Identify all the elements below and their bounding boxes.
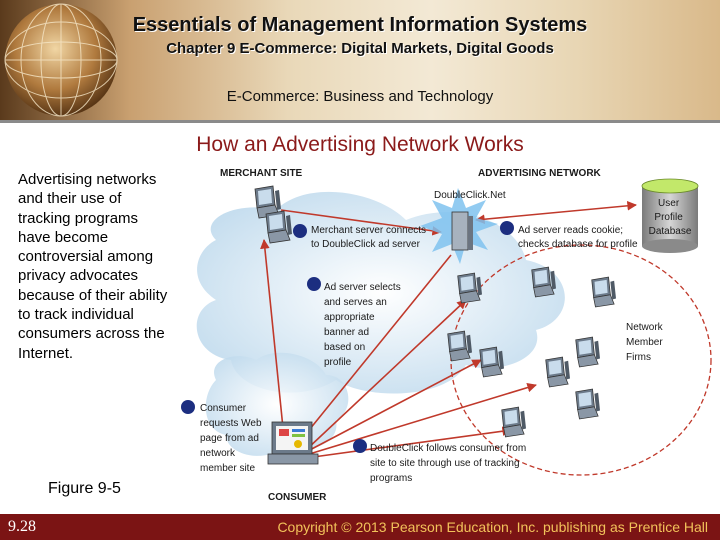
- advertising-network-diagram: MERCHANT SITE ADVERTISING NETWORK CONSUM…: [181, 168, 712, 503]
- arrow-consumer-to-member-1: [305, 299, 467, 451]
- step-line: Consumer: [200, 403, 247, 414]
- body-text: Advertising networks and their use of tr…: [18, 171, 168, 362]
- step-line: Ad server selects: [324, 282, 401, 293]
- step-bullet: [353, 439, 367, 453]
- slide-number: 9.28: [8, 518, 36, 535]
- member-computer-icon: [457, 272, 482, 304]
- step-line: to DoubleClick ad server: [311, 239, 421, 250]
- database-label: User Profile Database: [649, 198, 692, 237]
- step-line: checks database for profile: [518, 239, 638, 250]
- slide-title: How an Advertising Network Works: [196, 133, 524, 156]
- network-member-firms-label: Network Member Firms: [626, 322, 665, 363]
- step-consumer-requests: Consumer requests Web page from ad netwo…: [200, 403, 264, 474]
- ad-server-side: [468, 216, 473, 250]
- database-label-line: Profile: [654, 212, 683, 223]
- copyright-notice: Copyright © 2013 Pearson Education, Inc.…: [277, 519, 708, 535]
- step-doubleclick-follows: DoubleClick follows consumer from site t…: [370, 443, 529, 484]
- member-computer-icon: [531, 266, 556, 298]
- step-bullet: [307, 277, 321, 291]
- arrow-adserver-to-database: [475, 201, 637, 224]
- step-line: network: [200, 448, 236, 459]
- member-computer-icon: [591, 276, 616, 308]
- step-line: Ad server reads cookie;: [518, 225, 623, 236]
- figure-label: Figure 9-5: [48, 480, 121, 497]
- arrow-adserver-to-consumer: [300, 254, 452, 441]
- arrow-merchant-to-adserver: [280, 209, 442, 236]
- merchant-computer-icon: [265, 210, 292, 244]
- network-member-firms-line: Network: [626, 322, 664, 333]
- step-line: DoubleClick follows consumer from: [370, 443, 526, 454]
- step-ad-server-selects: Ad server selects and serves an appropri…: [324, 282, 403, 368]
- step-line: page from ad: [200, 433, 259, 444]
- ad-server-icon: [451, 211, 469, 251]
- advertising-network-heading: ADVERTISING NETWORK: [478, 168, 602, 179]
- network-member-firms-line: Member: [626, 337, 663, 348]
- arrow-merchant-to-consumer: [260, 239, 285, 439]
- course-title: Essentials of Management Information Sys…: [132, 14, 588, 36]
- consumer-cloud: [205, 352, 349, 456]
- chapter-title: Chapter 9 E-Commerce: Digital Markets, D…: [166, 40, 554, 57]
- member-computer-icon: [575, 388, 600, 420]
- step-bullet: [293, 224, 307, 238]
- database-label-line: Database: [649, 226, 692, 237]
- header-banner: [0, 0, 720, 120]
- footer-bar: [0, 514, 720, 540]
- step-line: site to site through use of tracking: [370, 458, 520, 469]
- step-server-connects: Merchant server connects to DoubleClick …: [311, 225, 429, 250]
- doubleclick-label: DoubleClick.Net: [434, 190, 506, 201]
- step-ad-server-reads: Ad server reads cookie; checks database …: [518, 225, 638, 250]
- consumer-computer-icon: [267, 421, 319, 465]
- step-line: profile: [324, 357, 352, 368]
- member-computer-icon: [501, 406, 526, 438]
- member-computer-icon: [447, 330, 472, 362]
- step-bullet: [500, 221, 514, 235]
- arrow-consumer-to-member-3: [305, 382, 537, 456]
- user-profile-database-icon: [641, 178, 699, 253]
- member-computer-icon: [479, 346, 504, 378]
- step-line: banner ad: [324, 327, 369, 338]
- step-line: appropriate: [324, 312, 375, 323]
- merchant-site-heading: MERCHANT SITE: [220, 168, 303, 179]
- arrow-consumer-to-member-2: [305, 359, 482, 453]
- database-label-line: User: [658, 198, 680, 209]
- member-computer-icon: [545, 356, 570, 388]
- step-line: and serves an: [324, 297, 387, 308]
- globe-icon: [4, 3, 118, 117]
- step-line: requests Web: [200, 418, 262, 429]
- step-line: member site: [200, 463, 255, 474]
- network-member-firms-line: Firms: [626, 352, 651, 363]
- step-line: based on: [324, 342, 365, 353]
- arrow-consumer-to-member-4: [305, 426, 512, 459]
- section-title: E-Commerce: Business and Technology: [226, 88, 494, 105]
- step-line: programs: [370, 473, 412, 484]
- step-line: Merchant server connects: [311, 225, 426, 236]
- consumer-heading: CONSUMER: [268, 492, 327, 503]
- header-divider: [0, 120, 720, 123]
- member-computer-icon: [575, 336, 600, 368]
- step-bullet: [181, 400, 195, 414]
